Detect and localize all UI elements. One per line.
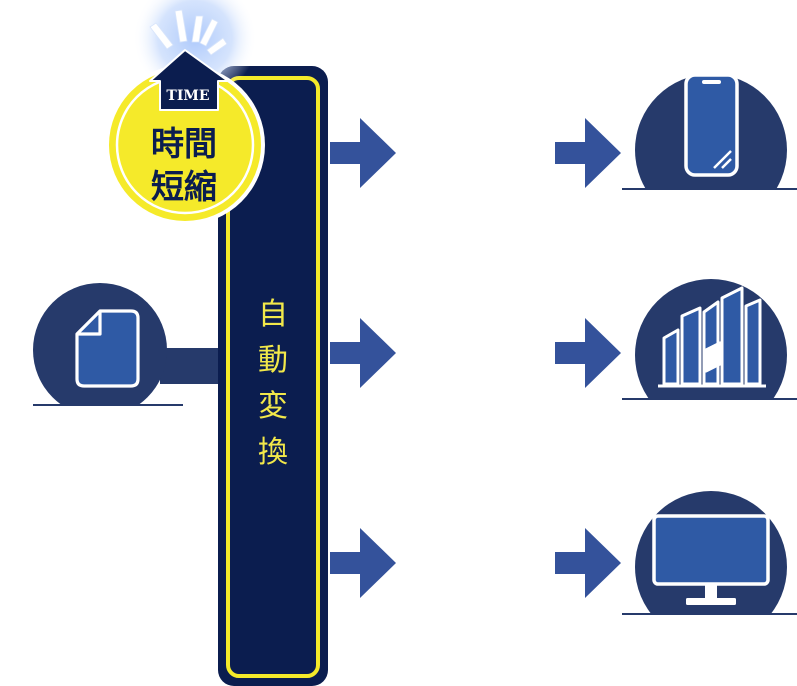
output-node-smartphone xyxy=(622,73,797,190)
arrow-out-2 xyxy=(330,318,396,388)
converter-char-3: 変 xyxy=(258,389,288,424)
arrow-in-3 xyxy=(555,528,621,598)
converter-bar-border xyxy=(226,76,320,678)
arrow-out-3 xyxy=(330,528,396,598)
converter-char-4: 換 xyxy=(258,435,288,470)
badge-line2: 短縮 xyxy=(151,167,217,206)
smartphone-icon xyxy=(684,73,739,177)
badge-disc xyxy=(109,69,261,221)
badge-line1: 時間 xyxy=(151,124,217,163)
source-node xyxy=(33,283,230,406)
converter-arrows xyxy=(330,118,396,598)
burst-lines-icon xyxy=(149,9,228,56)
building-icon xyxy=(658,286,766,388)
converter-char-1: 自 xyxy=(258,297,288,332)
arrow-out-1 xyxy=(330,118,396,188)
document-icon xyxy=(75,309,140,388)
arrow-in-2 xyxy=(555,318,621,388)
output-node-monitor xyxy=(622,491,797,615)
converter-char-2: 動 xyxy=(258,343,288,378)
converter-bar: 自 動 変 換 xyxy=(218,66,328,686)
badge-tag: TIME xyxy=(166,88,209,104)
output-arrows xyxy=(555,118,621,598)
monitor-icon xyxy=(652,514,770,605)
time-arrow-icon xyxy=(149,49,229,111)
output-node-building xyxy=(622,279,797,400)
arrow-in-1 xyxy=(555,118,621,188)
time-badge: TIME 時間 短縮 xyxy=(105,0,265,225)
converter-bar-bg xyxy=(218,66,328,686)
